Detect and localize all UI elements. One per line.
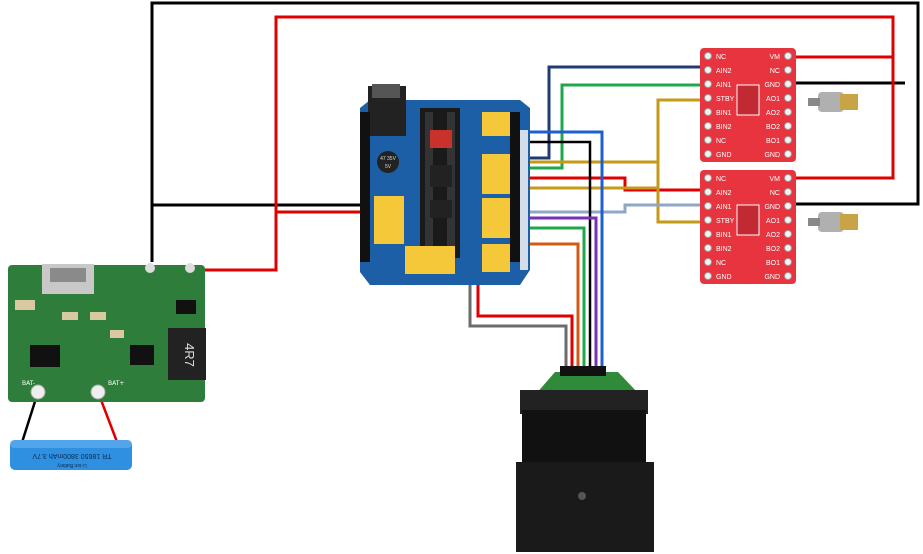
ps2-receiver [516,366,654,552]
driver-top-pad-right-0 [784,52,792,60]
bat-plus-pad [90,384,106,400]
regulator-label: 5V [385,164,392,170]
driver-bottom-pin-label-right-0: VM [770,176,781,183]
wire-red-shield-to-ain2 [490,176,703,192]
driver-bottom-pad-left-4 [704,230,712,238]
wire-red-top-loop [190,15,895,272]
battery-18650: TR 18650 3800mAh 3.7V Li-ion Battery [10,440,132,470]
driver-top-pad-left-6 [704,136,712,144]
driver-top-pad-left-3 [704,94,712,102]
driver-bottom-pin-label-left-1: AIN2 [716,190,732,197]
driver-bottom-pad-left-3 [704,216,712,224]
driver-top-pad-left-4 [704,108,712,116]
driver-top-pad-right-2 [784,80,792,88]
driver-bottom-pad-right-1 [784,188,792,196]
driver-bottom-pin-label-right-2: GND [764,204,780,211]
driver-bottom-pad-right-4 [784,230,792,238]
driver-bottom-pad-right-0 [784,174,792,182]
driver-top-pad-right-5 [784,122,792,130]
dc-motor-top [808,92,858,112]
driver-bottom-pad-left-5 [704,244,712,252]
capacitor [377,151,399,173]
driver-top-pin-label-left-5: BIN2 [716,124,732,131]
wire-black-top-loop [150,1,920,262]
right-yellow-headers [482,112,510,272]
bat-minus-label: BAT- [22,380,35,387]
driver-bottom-pad-left-0 [704,174,712,182]
driver-top-pin-label-right-0: VM [770,54,781,61]
wire-lightblue-ain1 [490,203,703,214]
driver-bottom-pin-label-right-4: AO2 [766,232,780,239]
driver-top-pin-label-right-7: GND [764,152,780,159]
driver-top-pin-label-left-7: GND [716,152,732,159]
driver-bottom-pin-label-right-7: GND [764,274,780,281]
bat-minus-pad [30,384,46,400]
driver-bottom-pad-left-6 [704,258,712,266]
driver-bottom-pin-label-left-3: STBY [716,218,735,225]
driver-bottom-pin-label-right-5: BO2 [766,246,780,253]
wire-gray-bundle [455,268,568,372]
bat-plus-label: BAT+ [108,380,124,387]
driver-bottom-pad-right-3 [784,216,792,224]
driver-top-pad-left-2 [704,80,712,88]
driver-top-pad-right-4 [784,108,792,116]
driver-bottom-pin-label-left-2: AIN1 [716,204,732,211]
bottom-yellow-headers [405,246,455,274]
driver-bottom-pad-right-2 [784,202,792,210]
receiver-header [560,366,606,376]
out-minus-pad [145,263,155,273]
driver-top-pin-label-left-3: STBY [716,96,735,103]
driver-top-pin-label-left-0: NC [716,54,726,61]
driver-top-pad-left-7 [704,150,712,158]
wire-gold-stby [490,98,703,190]
driver-top-pin-label-left-6: NC [716,138,726,145]
driver-bottom-pin-label-left-4: BIN1 [716,232,732,239]
inductor [168,328,206,380]
driver-top-pin-label-right-5: BO2 [766,124,780,131]
driver-bottom-pin-label-left-5: BIN2 [716,246,732,253]
driver-bottom-pad-right-6 [784,258,792,266]
capacitor-label: 47 35V [380,156,397,162]
left-yellow-headers [374,196,404,244]
driver-top-pad-right-1 [784,66,792,74]
driver-top-pin-label-left-1: AIN2 [716,68,732,75]
driver-bottom-pin-label-right-1: NC [770,190,780,197]
driver-bottom-pin-label-left-6: NC [716,260,726,267]
driver-top-pin-label-right-3: AO1 [766,96,780,103]
driver-top-pad-right-6 [784,136,792,144]
ic-chip [30,345,60,367]
driver-bottom-pin-label-right-6: BO1 [766,260,780,267]
boost-converter-module: 4R7 BAT- BAT+ [8,263,206,402]
driver-bottom-pad-right-5 [784,244,792,252]
arduino-nano-shield: 47 35V 5V [360,84,530,285]
driver-top-pin-label-right-4: AO2 [766,110,780,117]
driver-bottom-pad-left-7 [704,272,712,280]
driver-bottom-pin-label-left-0: NC [716,176,726,183]
driver-top-pad-right-7 [784,150,792,158]
battery-label: TR 18650 3800mAh 3.7V [32,452,111,459]
dc-motor-bottom [808,212,858,232]
driver-bottom-pad-left-2 [704,202,712,210]
driver-bottom-pad-left-1 [704,188,712,196]
driver-top-pad-left-0 [704,52,712,60]
driver-top-pin-label-right-6: BO1 [766,138,780,145]
driver-top-pad-left-1 [704,66,712,74]
inductor-label: 4R7 [182,343,197,367]
driver-top-pin-label-right-2: GND [764,82,780,89]
out-plus-pad [185,263,195,273]
driver-top-pin-label-left-2: AIN1 [716,82,732,89]
driver-bottom-pin-label-left-7: GND [716,274,732,281]
battery-sub-label: Li-ion Battery [57,462,87,468]
driver-bottom-pin-label-right-3: AO1 [766,218,780,225]
driver-top-pad-left-5 [704,122,712,130]
driver-top-pin-label-right-1: NC [770,68,780,75]
driver-top-pin-label-left-4: BIN1 [716,110,732,117]
driver-bottom-pad-right-7 [784,272,792,280]
wire-gold-stby-lower [656,188,703,224]
driver-top-pad-right-3 [784,94,792,102]
